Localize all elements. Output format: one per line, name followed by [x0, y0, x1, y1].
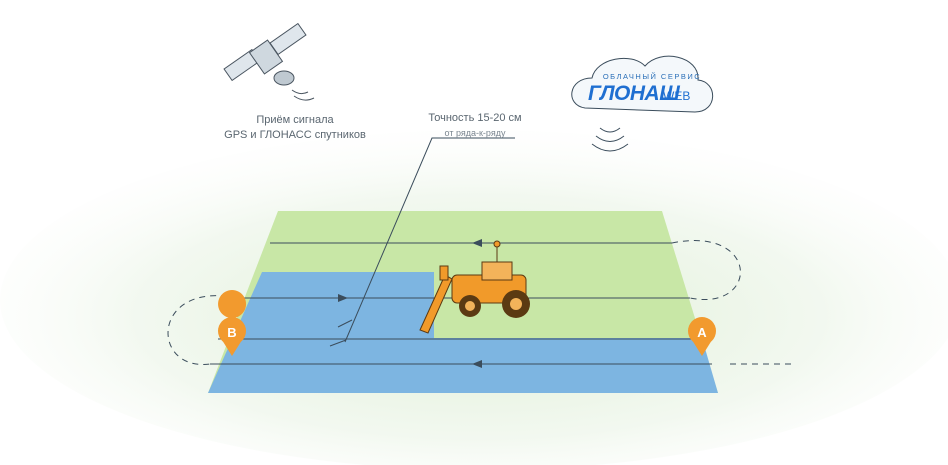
satellite-label-line1: Приём сигнала: [205, 113, 385, 128]
marker-a-letter: A: [692, 325, 712, 340]
accuracy-label: Точность 15-20 см от ряда-к-ряду: [400, 111, 550, 141]
satellite-icon: [224, 24, 314, 101]
accuracy-label-line1: Точность 15-20 см: [400, 111, 550, 126]
cloud-suffix: WEB: [663, 89, 690, 103]
satellite-label: Приём сигнала GPS и ГЛОНАСС спутников: [205, 113, 385, 143]
satellite-label-line2: GPS и ГЛОНАСС спутников: [205, 128, 385, 143]
marker-b-letter: B: [222, 325, 242, 340]
accuracy-label-line2: от ряда-к-ряду: [400, 126, 550, 141]
cloud-title: ОБЛАЧНЫЙ СЕРВИС: [592, 72, 712, 81]
